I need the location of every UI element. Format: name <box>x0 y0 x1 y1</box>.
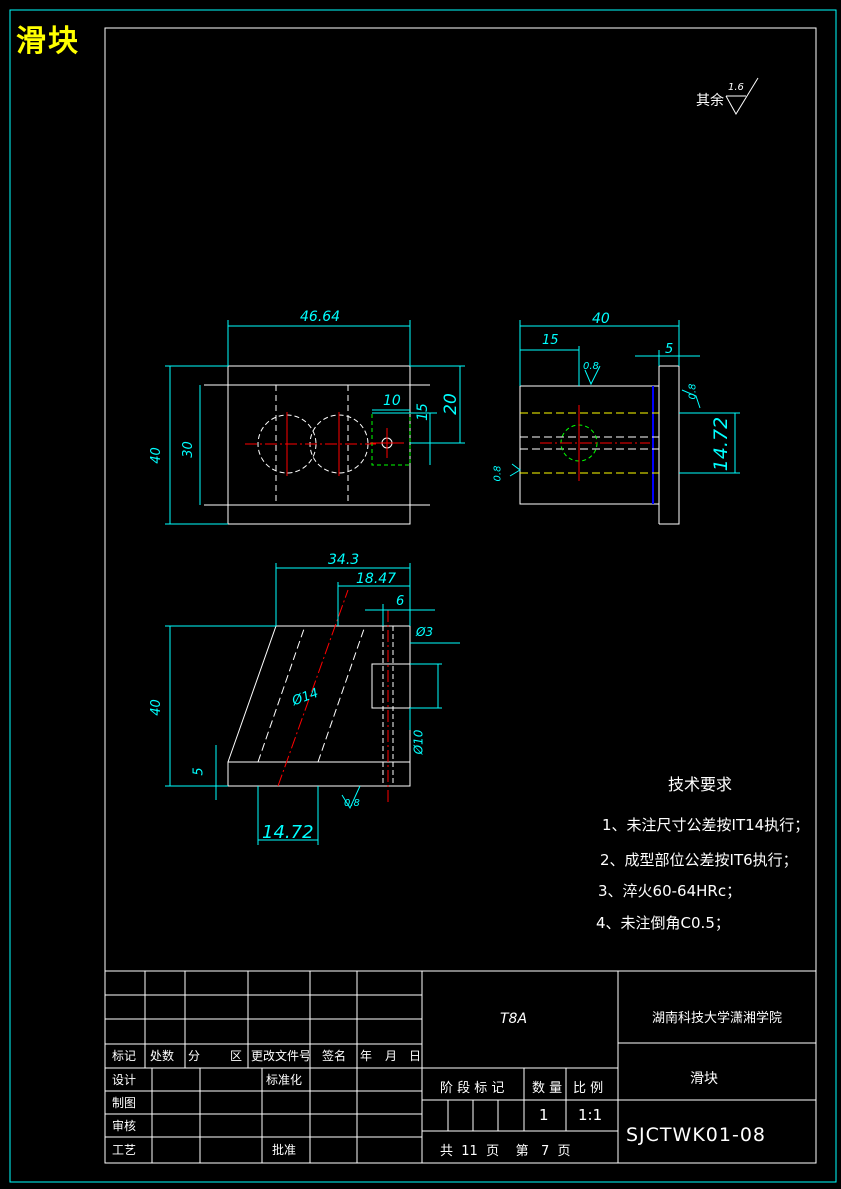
dim-bottom-w: 14.72 <box>262 822 314 843</box>
roughness-label: 其余 <box>696 93 724 109</box>
dim-front-right-h: 20 <box>440 393 461 415</box>
dim-side-height: 14.72 <box>710 416 733 472</box>
drawing-number: SJCTWK01-08 <box>626 1124 766 1146</box>
dim-front-small-w: 10 <box>383 393 401 409</box>
tech-item-2: 2、成型部位公差按IT6执行； <box>600 851 798 869</box>
left-label-3: 工艺 <box>112 1143 137 1157</box>
bottom-view <box>165 563 460 845</box>
row-label-2: 分 <box>188 1049 201 1063</box>
page-count: 共 11 页 第 7 页 <box>440 1144 571 1159</box>
dim-side-left: 15 <box>542 333 559 348</box>
tech-title: 技术要求 <box>668 775 733 794</box>
rough-side-c: 0.8 <box>492 465 504 482</box>
inner-frame <box>104 27 817 1164</box>
front-view <box>165 320 465 525</box>
dim-bottom-height: 40 <box>148 699 164 716</box>
dim-front-inner: 30 <box>180 441 196 458</box>
rough-side-b: 0.8 <box>687 383 699 400</box>
row-label-4: 更改文件号 <box>251 1049 312 1063</box>
rough-side-a: 0.8 <box>583 361 599 372</box>
roughness-value: 1.6 <box>728 82 744 93</box>
tech-item-4: 4、未注倒角C0.5； <box>596 914 730 932</box>
row-label-7: 月 <box>385 1049 398 1063</box>
dim-bottom-width: 34.3 <box>328 552 360 568</box>
row-label-6: 年 <box>360 1049 373 1063</box>
material: T8A <box>500 1011 528 1027</box>
part-name: 滑块 <box>690 1071 718 1087</box>
dim-side-width: 40 <box>592 311 610 327</box>
left-label-0: 设计 <box>112 1073 137 1087</box>
dim-bottom-small: 6 <box>396 594 405 609</box>
stage-label: 阶 段 标 记 <box>440 1081 505 1096</box>
dim-hole-small: Ø3 <box>416 625 434 639</box>
title-block <box>104 970 817 1164</box>
qty-label: 数 量 <box>532 1081 563 1096</box>
rough-bottom: 0.8 <box>344 798 360 809</box>
drawing-title: 滑块 <box>16 24 80 59</box>
row-label-3: 区 <box>230 1049 243 1063</box>
row-label-1: 处数 <box>150 1049 175 1063</box>
left-label-2: 审核 <box>112 1119 137 1133</box>
row-label-8: 日 <box>409 1049 422 1063</box>
scale-label: 比 例 <box>573 1081 604 1096</box>
dim-hole-vert: Ø10 <box>411 729 426 755</box>
row-label-5: 签名 <box>322 1049 347 1063</box>
dim-front-small-h: 15 <box>414 403 431 421</box>
dim-front-height: 40 <box>148 447 164 464</box>
left-label-1: 制图 <box>112 1096 137 1110</box>
dim-bottom-base: 5 <box>191 767 207 776</box>
side-view <box>509 320 740 525</box>
row-label-0: 标记 <box>112 1049 137 1063</box>
scale-value: 1:1 <box>578 1106 603 1124</box>
std-label: 标准化 <box>266 1073 303 1087</box>
tech-item-3: 3、淬火60-64HRc； <box>598 882 742 900</box>
school-name: 湖南科技大学潇湘学院 <box>652 1011 783 1026</box>
dim-bottom-offset: 18.47 <box>356 571 397 587</box>
qty-value: 1 <box>539 1106 549 1124</box>
approve-label: 批准 <box>272 1143 297 1157</box>
dim-front-width: 46.64 <box>300 309 341 325</box>
dim-side-right: 5 <box>665 342 674 357</box>
outer-frame <box>9 9 837 1183</box>
tech-item-1: 1、未注尺寸公差按IT14执行； <box>602 816 810 834</box>
roughness-symbol <box>725 77 759 115</box>
